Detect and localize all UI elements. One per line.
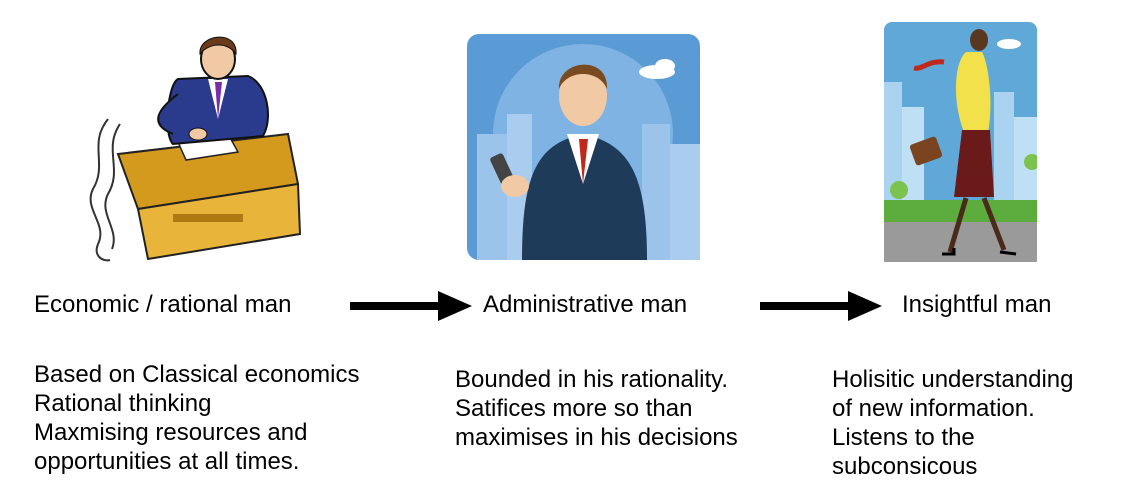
description-economic: Based on Classical economics Rational th… [34, 360, 360, 476]
description-line: Rational thinking [34, 390, 212, 417]
description-line: Satifices more so than [455, 395, 693, 422]
description-line: subconsicous [832, 453, 978, 480]
description-line: Bounded in his rationality. [455, 366, 729, 393]
description-administrative: Bounded in his rationality. Satifices mo… [455, 365, 738, 452]
description-line: Listens to the [832, 424, 975, 451]
right-arrow-icon [350, 291, 472, 321]
administrative-man-illustration [467, 34, 700, 260]
right-arrow-icon [760, 291, 882, 321]
description-line: of new information. [832, 395, 1035, 422]
stage-title-administrative: Administrative man [483, 291, 688, 318]
description-line: Holisitic understanding [832, 366, 1074, 393]
insightful-man-illustration [884, 22, 1037, 262]
description-line: maximises in his decisions [455, 424, 738, 451]
stage-title-insightful: Insightful man [902, 291, 1052, 318]
stage-title-economic: Economic / rational man [34, 291, 292, 318]
description-line: Based on Classical economics [34, 361, 360, 388]
description-line: Maxmising resources and [34, 419, 308, 446]
description-line: opportunities at all times. [34, 448, 300, 475]
economic-man-illustration [78, 24, 308, 264]
description-insightful: Holisitic understanding of new informati… [832, 365, 1073, 481]
